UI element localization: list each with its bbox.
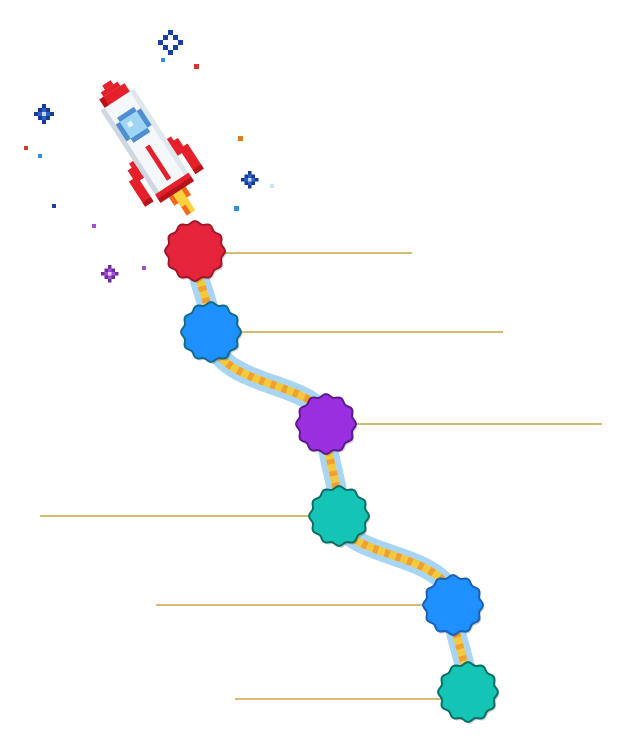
milestone-node-3 xyxy=(295,393,357,455)
pixel-star-icon xyxy=(34,104,54,124)
milestone-node-1 xyxy=(164,220,226,282)
milestone-node-5 xyxy=(422,574,484,636)
pixel-dot-icon xyxy=(270,184,274,188)
leader-lines xyxy=(40,252,602,700)
pixel-dot-icon xyxy=(38,154,42,158)
milestone-node-2 xyxy=(180,301,242,363)
pixel-star-icon-group xyxy=(24,30,274,283)
milestone-nodes xyxy=(164,220,500,724)
pixel-dot-icon xyxy=(142,266,146,270)
pixel-dot-icon xyxy=(161,58,165,62)
pixel-dot-icon xyxy=(52,204,56,208)
pixel-dot-icon xyxy=(92,224,96,228)
pixel-dot-icon xyxy=(24,146,28,150)
pixel-star-icon xyxy=(158,30,183,55)
pixel-dot-icon xyxy=(234,206,239,211)
pixel-star-icon xyxy=(101,265,119,283)
pixel-dot-icon xyxy=(194,64,199,69)
milestone-node-4 xyxy=(308,485,370,547)
pixel-dot-icon xyxy=(238,136,243,141)
pixel-star-icon xyxy=(241,171,259,189)
milestone-node-6 xyxy=(437,661,499,723)
rocket-icon xyxy=(99,80,204,216)
